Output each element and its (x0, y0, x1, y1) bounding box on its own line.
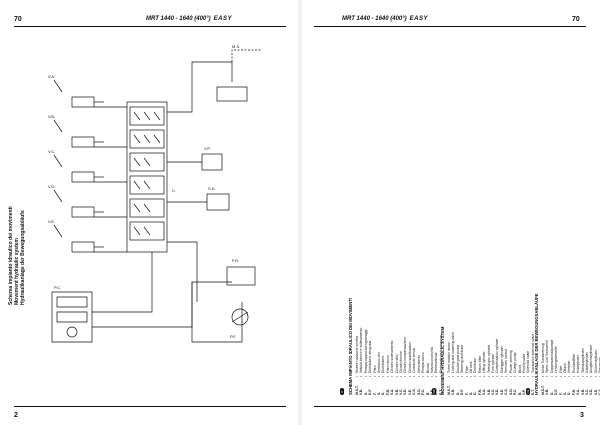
left-page-number: 70 (14, 16, 22, 23)
cylinders (53, 79, 104, 253)
label-vc: V.C. (48, 149, 55, 154)
header-rule (14, 26, 286, 27)
hydraulic-schematic: M.S. V.A. V.B. V.C. V.D. V.E. V.P. C. F.… (48, 44, 262, 343)
right-header-title: MRT 1440 - 1640 (400°)EASY (342, 16, 428, 22)
easy-logo: EASY (213, 16, 232, 22)
flag-gb-icon: GB (432, 388, 436, 395)
left-header-title: MRT 1440 - 1640 (400°)EASY (146, 16, 232, 22)
distributor-bank (126, 101, 168, 253)
left-page: 70 MRT 1440 - 1640 (400°)EASY Schema imp… (0, 0, 298, 425)
tank-block (51, 291, 93, 343)
label-ms: M.S. (232, 44, 240, 49)
pump-symbol (66, 326, 78, 338)
right-page: MRT 1440 - 1640 (400°)EASY 70 IT SCHEMA … (302, 0, 600, 425)
right-footer-page-number: 3 (580, 412, 584, 419)
legend-it-title: SCHEMA IMPIANTO IDRAULICO DEI MOVIMENTI (348, 297, 353, 395)
label-ve: V.E. (48, 219, 55, 224)
label-pc: P.C. (54, 285, 61, 290)
left-footer-rule (14, 406, 286, 407)
easy-logo-right: EASY (409, 16, 428, 22)
model-name-right: MRT 1440 - 1640 (400°) (342, 16, 407, 22)
left-footer-page-number: 2 (14, 412, 18, 419)
diagram-title-de: Hydraulikanlage der Bewegungsabläufe (20, 210, 26, 305)
legend-de-title: HYDRAULIKANLAGE DER BEWEGUNGSABLÄUFE (534, 293, 539, 395)
legend-de: DE HYDRAULIKANLAGE DER BEWEGUNGSABLÄUFE … (516, 40, 600, 395)
label-c: C. (172, 188, 176, 193)
flag-de-icon: DE (526, 388, 530, 395)
valve-group (201, 86, 256, 326)
model-name: MRT 1440 - 1640 (400°) (146, 16, 211, 22)
legend-gb-title: MOVEMENT HYDRAULIC SYSTEM (440, 326, 445, 395)
right-footer-rule (314, 406, 586, 407)
right-page-number: 70 (572, 16, 580, 23)
right-header-rule (314, 26, 586, 27)
label-va: V.A. (48, 74, 55, 79)
page-gutter (298, 0, 302, 425)
label-sd: S.D. (208, 186, 216, 191)
label-vd: V.D. (48, 184, 55, 189)
diagram-title-block: Schema impianto idraulico dei movimenti … (8, 105, 26, 305)
label-pf: P.F. (230, 334, 236, 339)
label-vb: V.B. (48, 114, 55, 119)
label-fr: F.R. (232, 258, 239, 263)
flag-it-icon: IT (340, 388, 344, 395)
pump-block (56, 296, 88, 323)
label-vp: V.P. (204, 146, 211, 151)
